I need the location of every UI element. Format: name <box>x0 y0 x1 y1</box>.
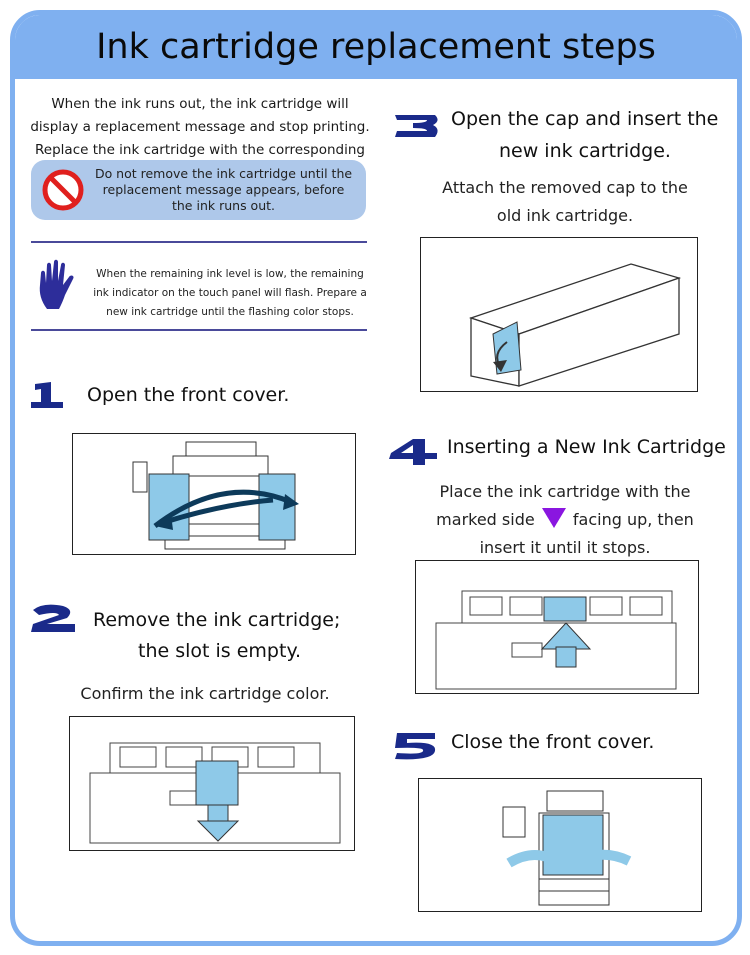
step-3-number <box>391 111 441 145</box>
step-5-number <box>391 731 441 765</box>
step-3-image <box>420 237 698 392</box>
page-title: Ink cartridge replacement steps <box>96 27 656 67</box>
divider-bottom <box>31 329 367 331</box>
step-1-number <box>29 380 69 414</box>
divider-top <box>31 241 367 243</box>
step-3-detail-line2: old ink cartridge. <box>496 206 634 225</box>
step-4-detail-after: facing up, then <box>572 510 694 529</box>
step-1-title: Open the front cover. <box>87 384 290 406</box>
step-4-detail-line2: marked side facing up, then <box>410 505 720 534</box>
step-1-image <box>72 433 356 555</box>
step-2-image <box>69 716 355 851</box>
step-2-title-line1: Remove the ink cartridge; <box>93 609 341 631</box>
hand-icon <box>39 259 74 309</box>
step-5-title: Close the front cover. <box>451 731 655 753</box>
step-4-number <box>387 437 441 471</box>
step-2-detail: Confirm the ink cartridge color. <box>80 684 330 703</box>
step-5-image <box>418 778 702 912</box>
step-3-title-line1: Open the cap and insert the <box>451 108 719 130</box>
marker-triangle-icon <box>541 508 566 528</box>
step-3-detail-line1: Attach the removed cap to the <box>442 178 688 197</box>
step-4-detail-line1: Place the ink cartridge with the <box>439 482 691 501</box>
header-bar: Ink cartridge replacement steps <box>15 15 737 79</box>
step-4-title: Inserting a New Ink Cartridge <box>447 436 726 458</box>
step-4-detail-line3: insert it until it stops. <box>479 538 651 557</box>
step-4-image <box>415 560 699 694</box>
prohibited-icon <box>42 169 84 211</box>
instruction-card: Ink cartridge replacement steps When the… <box>10 10 742 946</box>
tip-text: When the remaining ink level is low, the… <box>93 268 367 318</box>
step-4-detail-before: marked side <box>436 510 535 529</box>
step-2-number <box>29 604 79 638</box>
step-3-title-line2: new ink cartridge. <box>499 140 671 162</box>
step-2-title-line2: the slot is empty. <box>138 640 302 662</box>
warning-box: Do not remove the ink cartridge until th… <box>31 160 366 220</box>
warning-text: Do not remove the ink cartridge until th… <box>94 166 353 213</box>
